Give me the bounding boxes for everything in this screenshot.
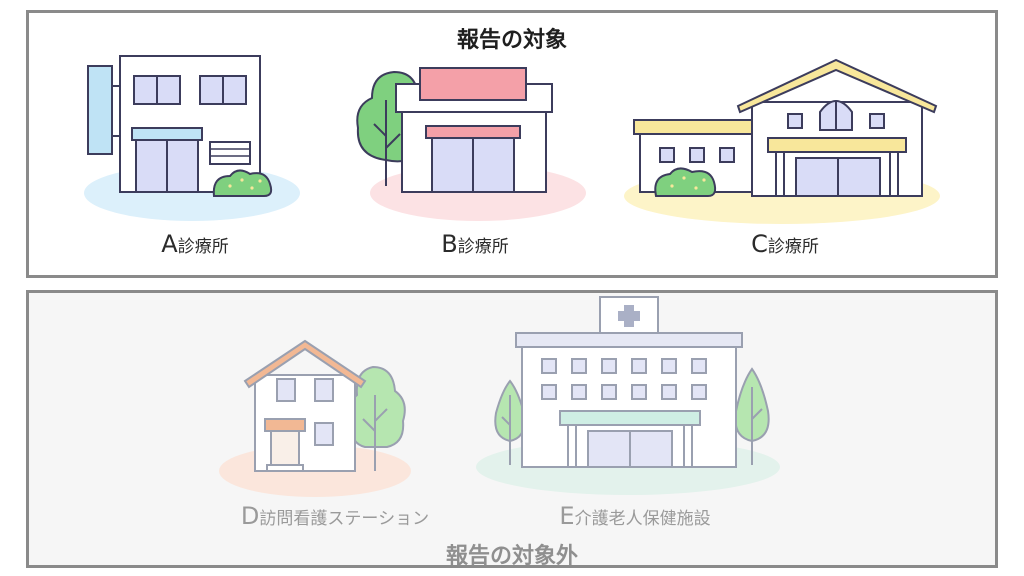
included-title: 報告の対象 xyxy=(456,28,567,53)
clinic-a-sign xyxy=(87,65,113,155)
clinic-b-sign xyxy=(419,67,527,101)
excluded-title: 報告の対象外 xyxy=(445,544,578,569)
care-facility-label: E介護老人保健施設 xyxy=(559,502,711,530)
clinic-a-illustration xyxy=(84,55,300,221)
nursing-station-roof xyxy=(243,339,367,389)
care-facility-illustration xyxy=(476,296,780,495)
clinic-c-label: C診療所 xyxy=(751,230,819,258)
clinic-c-illustration xyxy=(624,58,940,224)
clinic-a-label: A診療所 xyxy=(161,230,229,258)
clinic-b-label: B診療所 xyxy=(441,230,509,258)
medical-cross-icon xyxy=(618,305,640,327)
clinic-a-shrub xyxy=(212,169,273,197)
nursing-station-illustration xyxy=(219,339,411,497)
clinic-b-illustration xyxy=(356,67,586,221)
clinic-c-roof xyxy=(736,58,938,114)
nursing-station-label: D訪問看護ステーション xyxy=(240,502,430,530)
clinic-c-shrub xyxy=(654,167,717,197)
